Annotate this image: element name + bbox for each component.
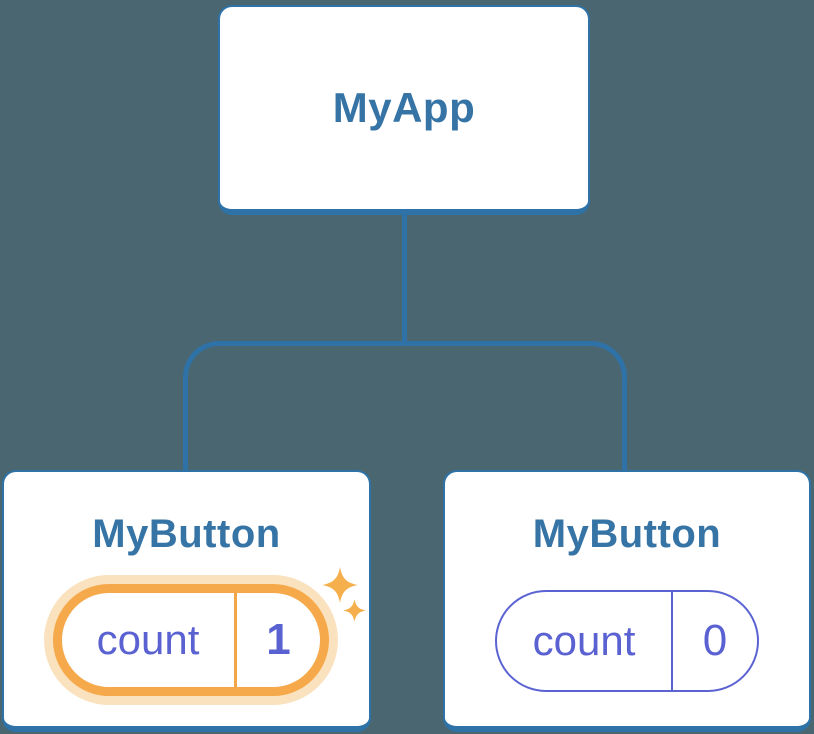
child-node-left-card: MyButton count 1	[2, 470, 371, 732]
sparkle-icon-large	[322, 567, 358, 603]
state-value: 0	[702, 616, 728, 665]
state-value: 1	[266, 615, 291, 664]
state-pill-highlighted: count 1	[53, 584, 329, 696]
branch-bracket-line	[183, 341, 627, 470]
root-connector-line	[402, 213, 407, 345]
state-value-cell: 0	[673, 592, 757, 690]
state-key-cell: count	[497, 592, 671, 690]
child-node-right-label: MyButton	[532, 512, 722, 556]
root-node-card: MyApp	[218, 5, 590, 215]
sparkle-icon-small	[343, 599, 366, 622]
pill-divider	[234, 593, 237, 687]
child-node-right-card: MyButton count 0	[443, 470, 811, 732]
state-value-cell: 1	[237, 593, 320, 687]
state-key-cell: count	[62, 593, 234, 687]
state-pill-normal: count 0	[495, 590, 759, 692]
child-node-left-label: MyButton	[92, 512, 281, 556]
pill-divider	[671, 592, 673, 690]
state-key-label: count	[96, 616, 200, 663]
root-node-label: MyApp	[332, 84, 476, 131]
state-key-label: count	[532, 617, 636, 664]
